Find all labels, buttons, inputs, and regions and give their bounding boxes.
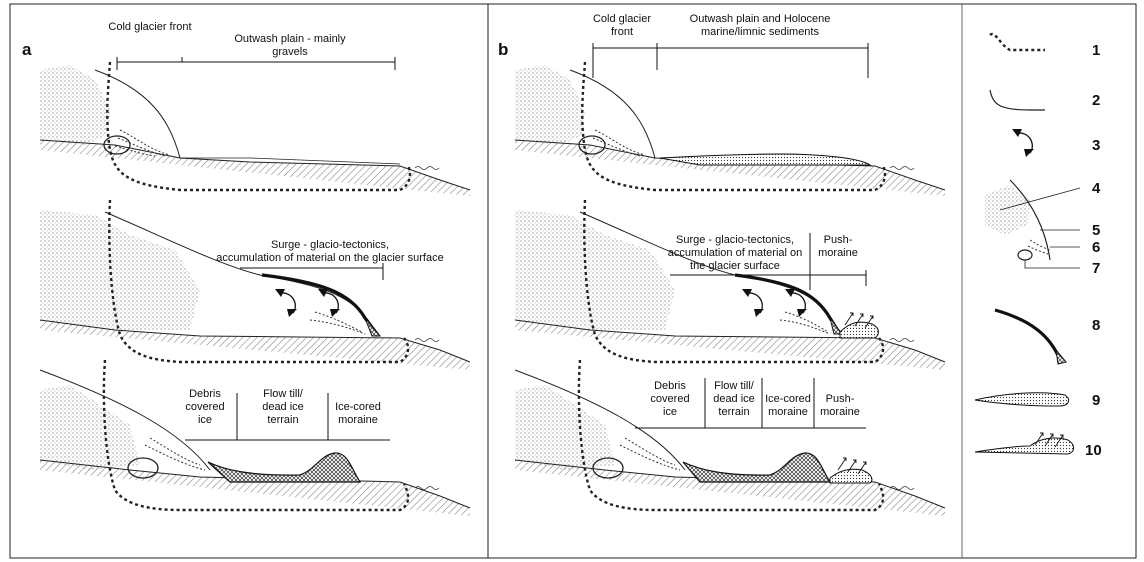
debris-label-a-2: covered [185,401,224,413]
legend-number-7: 7 [1092,260,1100,277]
legend-number-9: 9 [1092,392,1100,409]
icecored-label-b-1: Ice-cored [765,393,811,405]
panel-a-letter: a [22,40,32,59]
legend-number-8: 8 [1092,317,1100,334]
panel-a-stage-1: Cold glacier front Outwash plain - mainl… [40,21,470,196]
flow-label-a-2: dead ice [262,401,304,413]
cold-front-label-b-1: Cold glacier [593,13,651,25]
debris-label-a-3: ice [198,414,212,426]
surge-label-a-1: Surge - glacio-tectonics, [271,239,389,251]
legend-symbol-3 [1012,129,1034,157]
legend: 1 2 3 4 5 6 7 8 9 1 [975,34,1102,459]
outwash-label-b-2: marine/limnic sediments [701,26,819,38]
debris-label-a-1: Debris [189,388,221,400]
legend-number-10: 10 [1085,442,1102,459]
icecored-label-b-2: moraine [768,406,808,418]
surge-label-b-2: accumulation of material on [668,247,803,259]
panel-b-letter: b [498,40,508,59]
push-label-b2-2: moraine [818,247,858,259]
cold-front-label-b-2: front [611,26,633,38]
legend-symbol-4-7 [985,180,1080,268]
legend-number-5: 5 [1092,222,1100,239]
panel-b: b Cold glacier front Outwash plain and H… [498,13,945,516]
legend-number-2: 2 [1092,92,1100,109]
surge-label-b-3: the glacier surface [690,260,780,272]
legend-number-6: 6 [1092,239,1100,256]
legend-number-3: 3 [1092,137,1100,154]
panel-b-stage-3: Debris covered ice Flow till/ dead ice t… [515,360,945,516]
flow-label-b-3: terrain [718,406,749,418]
legend-symbol-1 [990,34,1045,50]
debris-label-b-1: Debris [654,380,686,392]
panel-b-stage-2: Surge - glacio-tectonics, accumulation o… [515,200,945,370]
surge-label-a-2: accumulation of material on the glacier … [216,252,443,264]
legend-symbol-2 [990,90,1045,110]
legend-number-4: 4 [1092,180,1101,197]
push-label-b2-1: Push- [824,234,853,246]
debris-label-b-2: covered [650,393,689,405]
legend-symbol-8 [995,310,1060,360]
panel-a-stage-3: Debris covered ice Flow till/ dead ice t… [40,360,470,516]
panel-b-stage-1: Cold glacier front Outwash plain and Hol… [515,13,945,196]
panel-a: a Cold glacier front Outwash plain - mai… [22,21,470,516]
push-label-b3-2: moraine [820,406,860,418]
flow-label-b-1: Flow till/ [714,380,755,392]
cold-front-label-a: Cold glacier front [108,21,191,33]
surge-label-b-1: Surge - glacio-tectonics, [676,234,794,246]
legend-number-1: 1 [1092,42,1100,59]
outwash-label-a-1: Outwash plain - mainly [234,33,346,45]
legend-symbol-10 [975,433,1074,454]
debris-label-b-3: ice [663,406,677,418]
icecored-label-a-1: Ice-cored [335,401,381,413]
panel-a-stage-2: Surge - glacio-tectonics, accumulation o… [40,200,470,370]
flow-label-b-2: dead ice [713,393,755,405]
flow-label-a-1: Flow till/ [263,388,304,400]
icecored-label-a-2: moraine [338,414,378,426]
flow-label-a-3: terrain [267,414,298,426]
push-label-b3-1: Push- [826,393,855,405]
outwash-label-b-1: Outwash plain and Holocene [690,13,831,25]
legend-symbol-9 [975,393,1069,406]
outwash-label-a-2: gravels [272,46,308,58]
